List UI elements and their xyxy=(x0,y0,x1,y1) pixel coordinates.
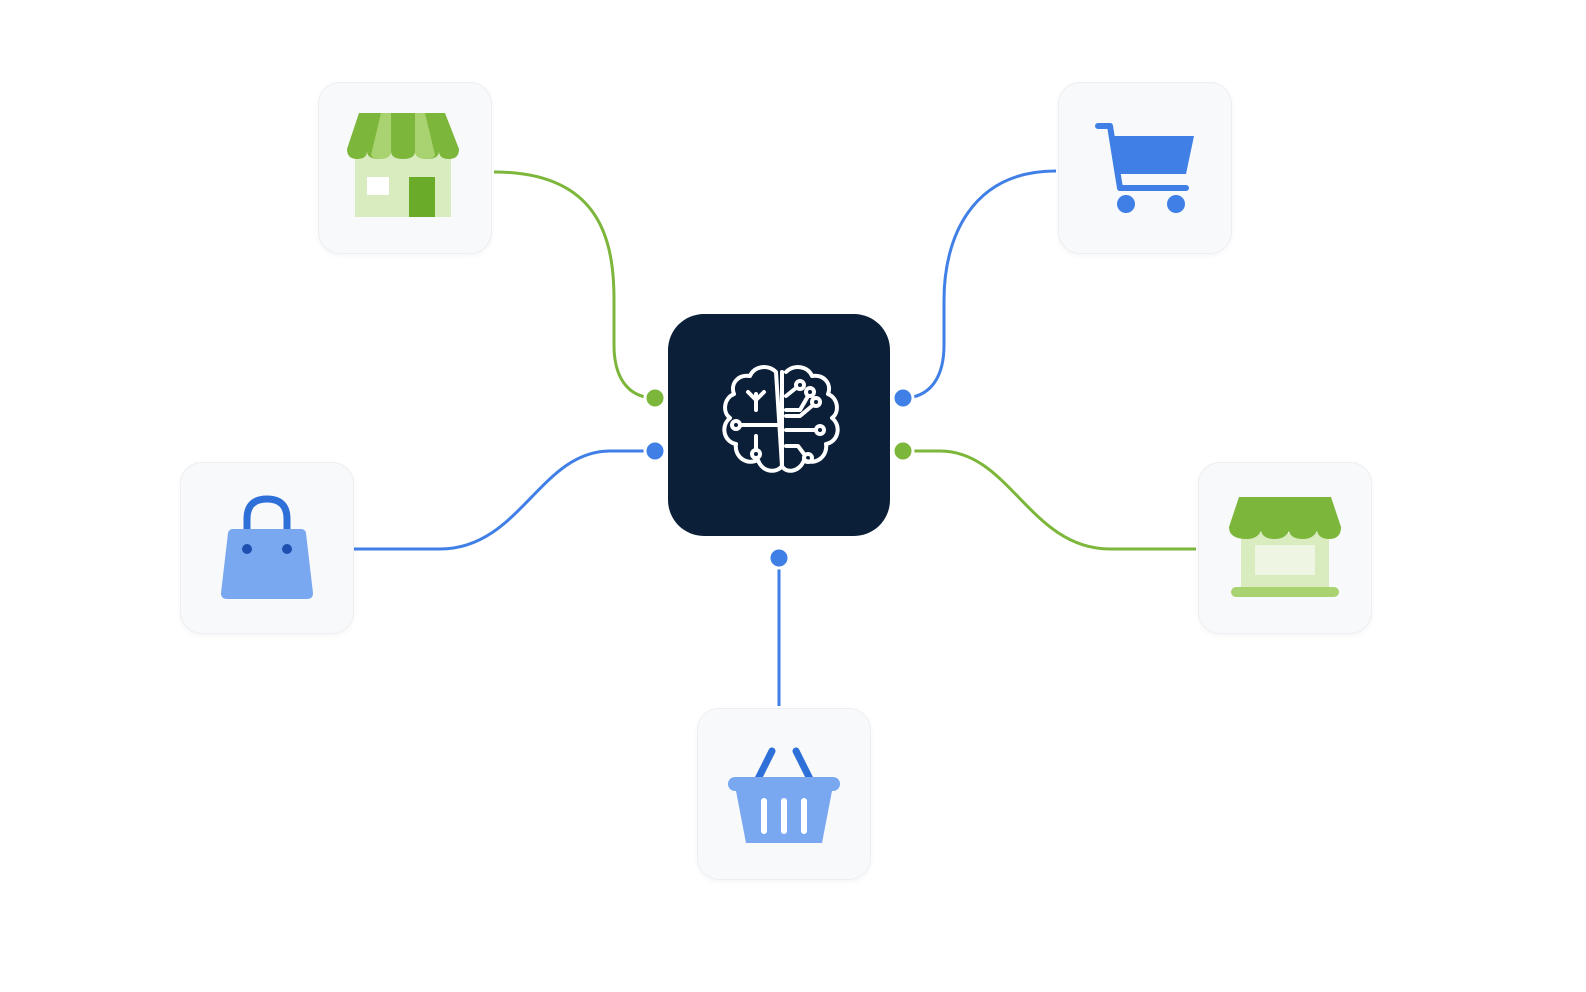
node-shopping-basket[interactable] xyxy=(697,708,871,880)
shopping-basket-icon xyxy=(728,747,840,843)
link-cart-to-hub xyxy=(902,169,1057,400)
node-storefront[interactable] xyxy=(318,82,492,254)
port-right-bottom[interactable] xyxy=(891,439,915,463)
link-kiosk-to-hub xyxy=(903,449,1196,551)
port-bottom[interactable] xyxy=(767,546,791,570)
market-stall-icon xyxy=(1229,497,1341,597)
node-shopping-cart[interactable] xyxy=(1058,82,1232,254)
brain-circuit-icon xyxy=(722,365,840,473)
ai-hub-node[interactable] xyxy=(668,314,890,536)
node-market-stall[interactable] xyxy=(1198,462,1372,634)
shopping-cart-icon xyxy=(1095,123,1194,213)
link-storefront-to-hub xyxy=(493,170,656,400)
port-left-top[interactable] xyxy=(643,386,667,410)
storefront-icon xyxy=(347,113,459,217)
shopping-bag-icon xyxy=(221,495,313,599)
port-right-top[interactable] xyxy=(891,386,915,410)
port-left-bottom[interactable] xyxy=(643,439,667,463)
node-shopping-bag[interactable] xyxy=(180,462,354,634)
link-bag-to-hub xyxy=(354,449,655,551)
